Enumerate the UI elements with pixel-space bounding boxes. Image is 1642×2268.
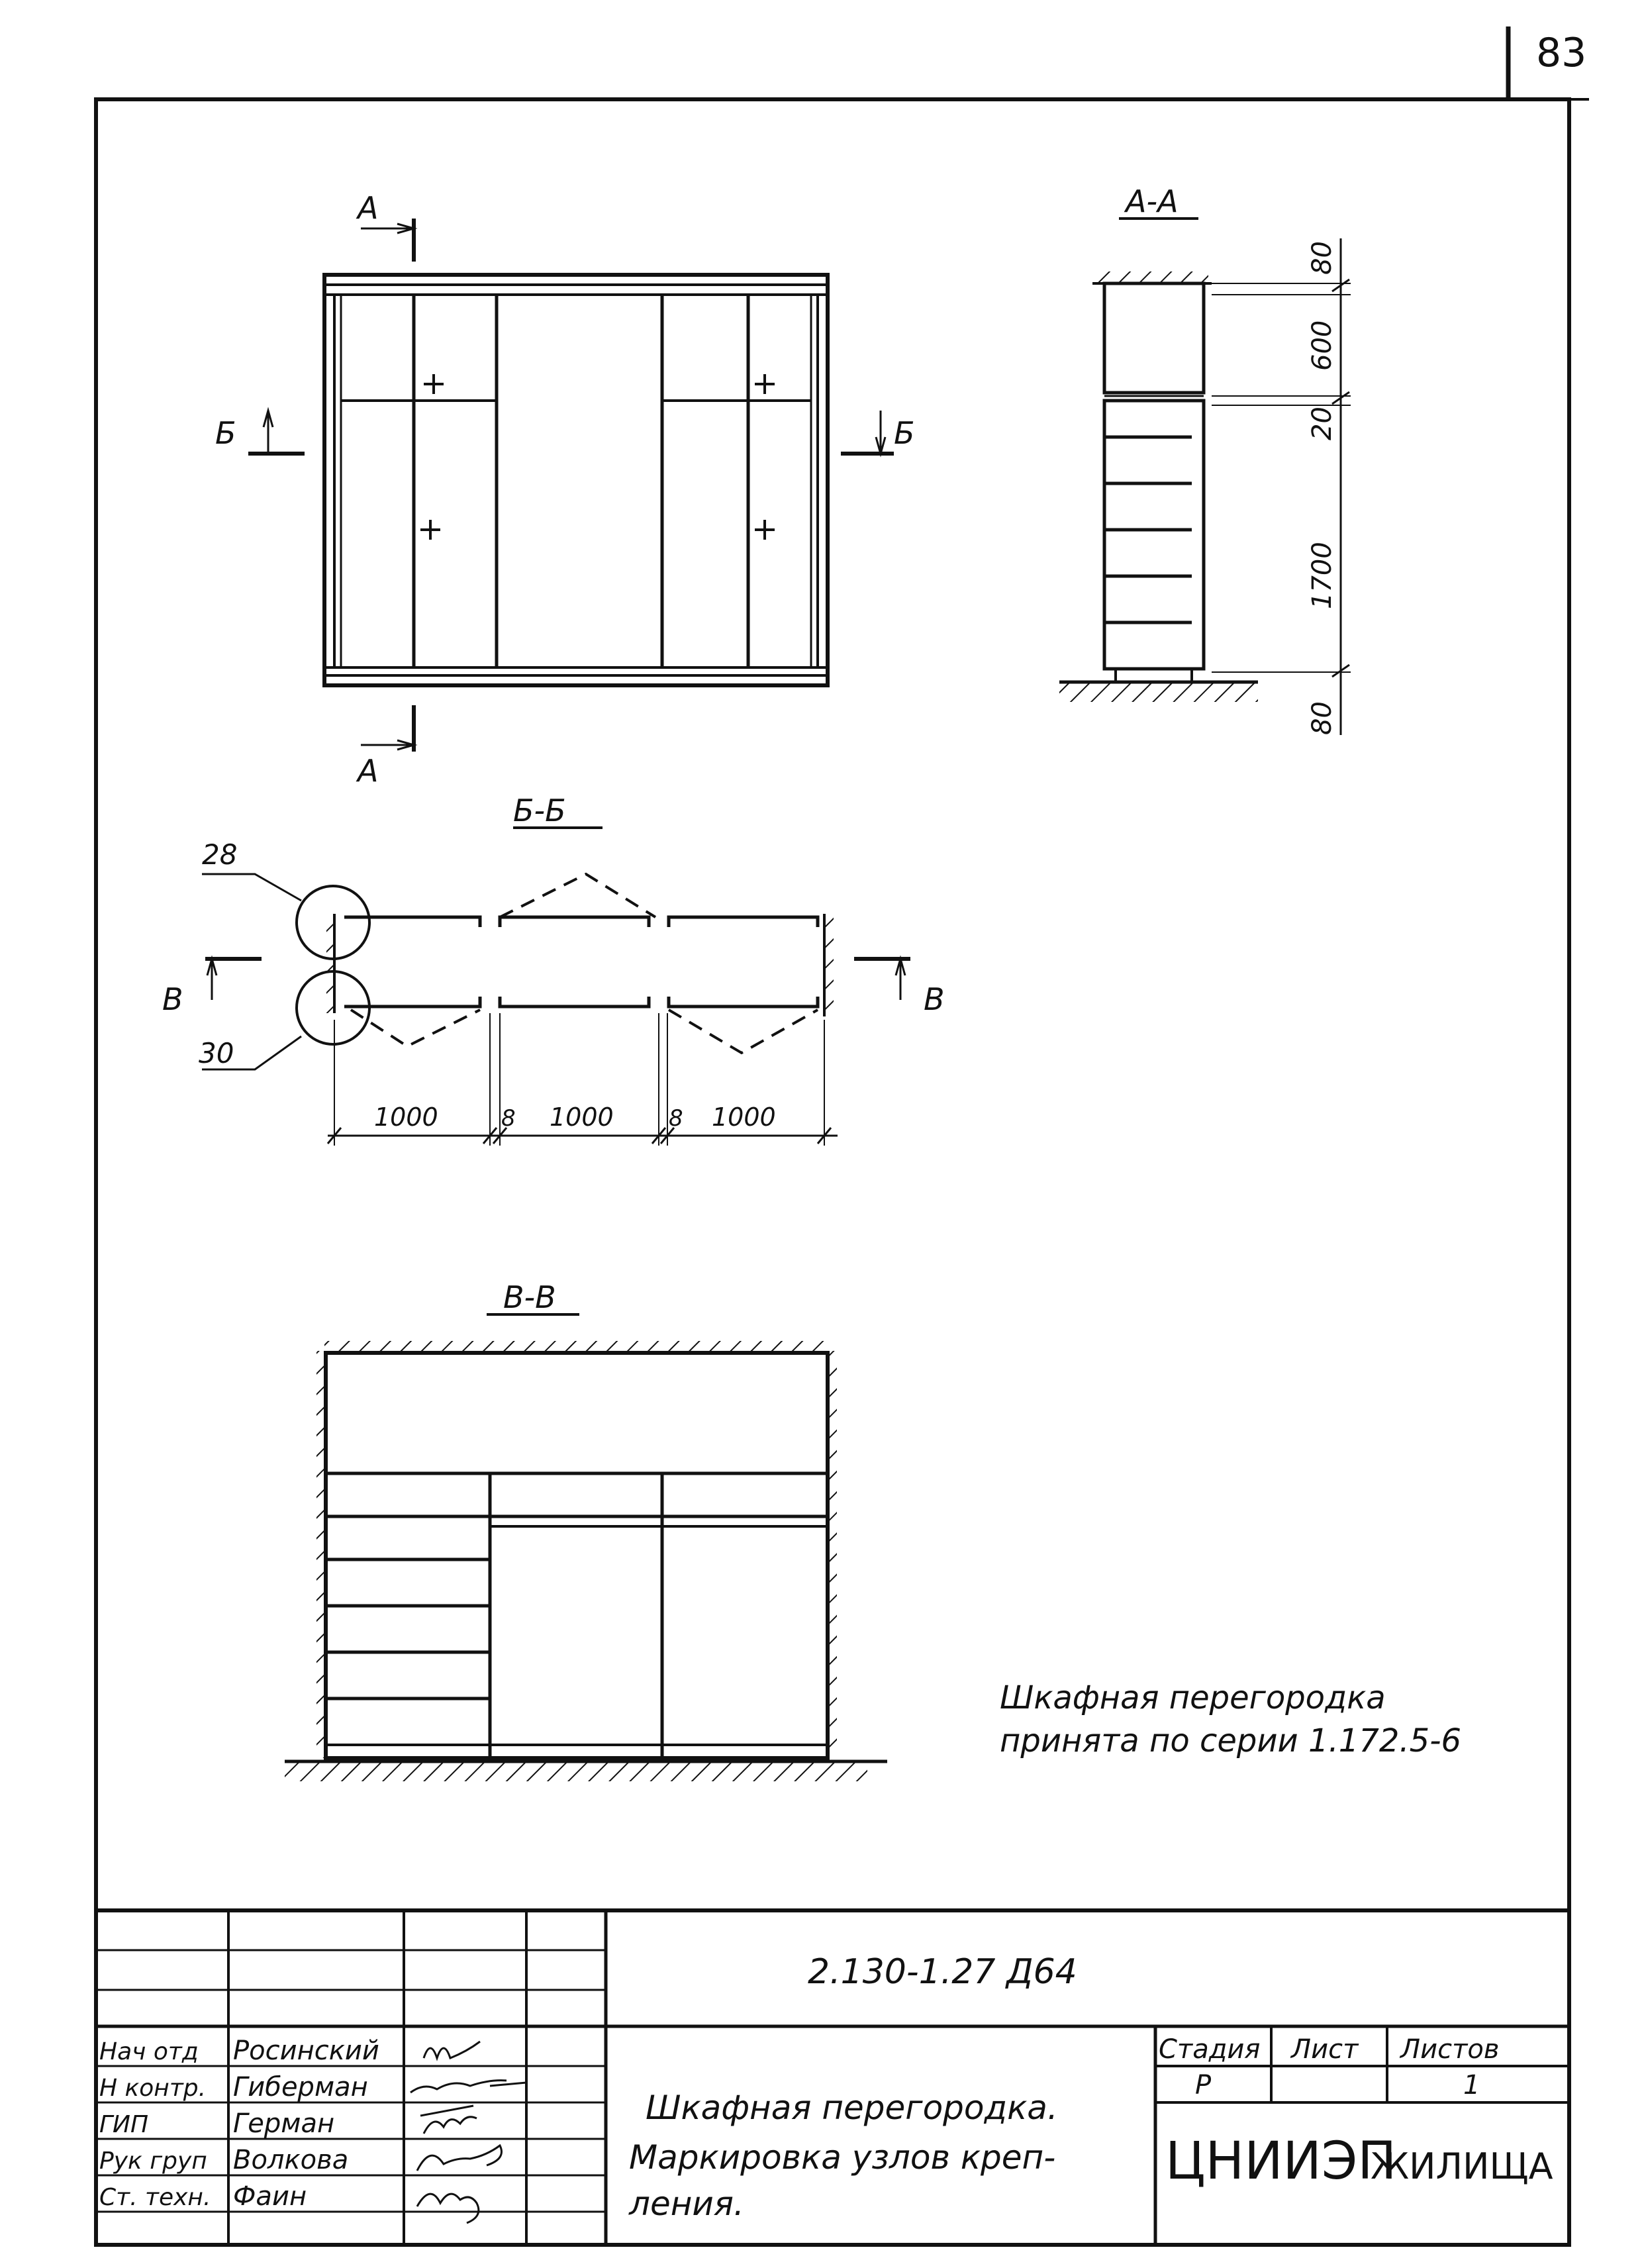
sheet-header: Лист xyxy=(1290,2034,1359,2065)
dim-bb-gap-1: 8 xyxy=(501,1105,516,1132)
sheets-value: 1 xyxy=(1463,2070,1480,2100)
dim-aa-upper: 600 xyxy=(1307,320,1337,371)
drawing-title-line-3: ления. xyxy=(628,2185,744,2223)
section-vv-title: В-В xyxy=(503,1279,556,1315)
cut-b-right-label: Б xyxy=(894,415,915,451)
drawing-frame xyxy=(94,97,1571,2247)
role-senior-tech: Ст. техн. xyxy=(99,2184,211,2211)
drawing-title-line-1: Шкафная перегородка. xyxy=(646,2089,1058,2127)
page-number-block: 83 xyxy=(1506,26,1589,101)
dim-bb-1: 1000 xyxy=(374,1103,438,1132)
doc-code: 2.130-1.27 Д64 xyxy=(808,1952,1077,1992)
dim-aa-bottom: 80 xyxy=(1307,701,1337,735)
role-group-lead: Рук груп xyxy=(99,2147,207,2175)
section-bb xyxy=(202,826,910,1146)
dim-aa-gap: 20 xyxy=(1307,407,1337,440)
org-name: ЦНИИЭП xyxy=(1165,2132,1396,2191)
note-line-2: принята по серии 1.172.5-6 xyxy=(1000,1722,1461,1759)
section-aa-title: А-А xyxy=(1124,183,1179,219)
name-rosinsky: Росинский xyxy=(233,2036,379,2066)
section-aa xyxy=(1059,217,1351,735)
drawing-title-line-2: Маркировка узлов креп- xyxy=(629,2138,1055,2177)
dim-bb-3: 1000 xyxy=(712,1103,776,1132)
role-head-dept: Нач отд xyxy=(99,2038,199,2065)
callout-30: 30 xyxy=(199,1037,234,1069)
cut-v-left-label: В xyxy=(162,981,183,1017)
name-giberman: Гиберман xyxy=(233,2072,368,2102)
cut-a-top-label: А xyxy=(356,190,378,226)
cut-v-right-label: В xyxy=(924,981,945,1017)
note-line-1: Шкафная перегородка xyxy=(1000,1679,1386,1716)
dim-aa-top: 80 xyxy=(1307,241,1337,275)
dim-bb-2: 1000 xyxy=(550,1103,614,1132)
section-vv xyxy=(285,1313,887,1781)
page-number: 83 xyxy=(1536,30,1586,76)
callout-28: 28 xyxy=(202,838,237,871)
role-chief-engineer: ГИП xyxy=(99,2111,148,2138)
section-bb-title: Б-Б xyxy=(513,793,566,828)
sheets-header: Листов xyxy=(1399,2034,1499,2065)
cut-b-left-label: Б xyxy=(215,415,236,451)
front-view xyxy=(248,219,894,752)
dim-aa-lower: 1700 xyxy=(1307,542,1337,609)
role-norm-control: Н контр. xyxy=(99,2075,206,2102)
org-suffix: ЖИЛИЩА xyxy=(1371,2145,1553,2187)
stage-value: Р xyxy=(1195,2070,1212,2100)
name-fain: Фаин xyxy=(233,2181,307,2212)
name-volkova: Волкова xyxy=(233,2145,348,2175)
dim-bb-gap-2: 8 xyxy=(669,1105,683,1132)
name-german: Герман xyxy=(233,2108,334,2139)
cut-a-bottom-label: А xyxy=(356,753,378,789)
title-block xyxy=(96,1908,1569,2245)
stage-header: Стадия xyxy=(1159,2034,1260,2065)
